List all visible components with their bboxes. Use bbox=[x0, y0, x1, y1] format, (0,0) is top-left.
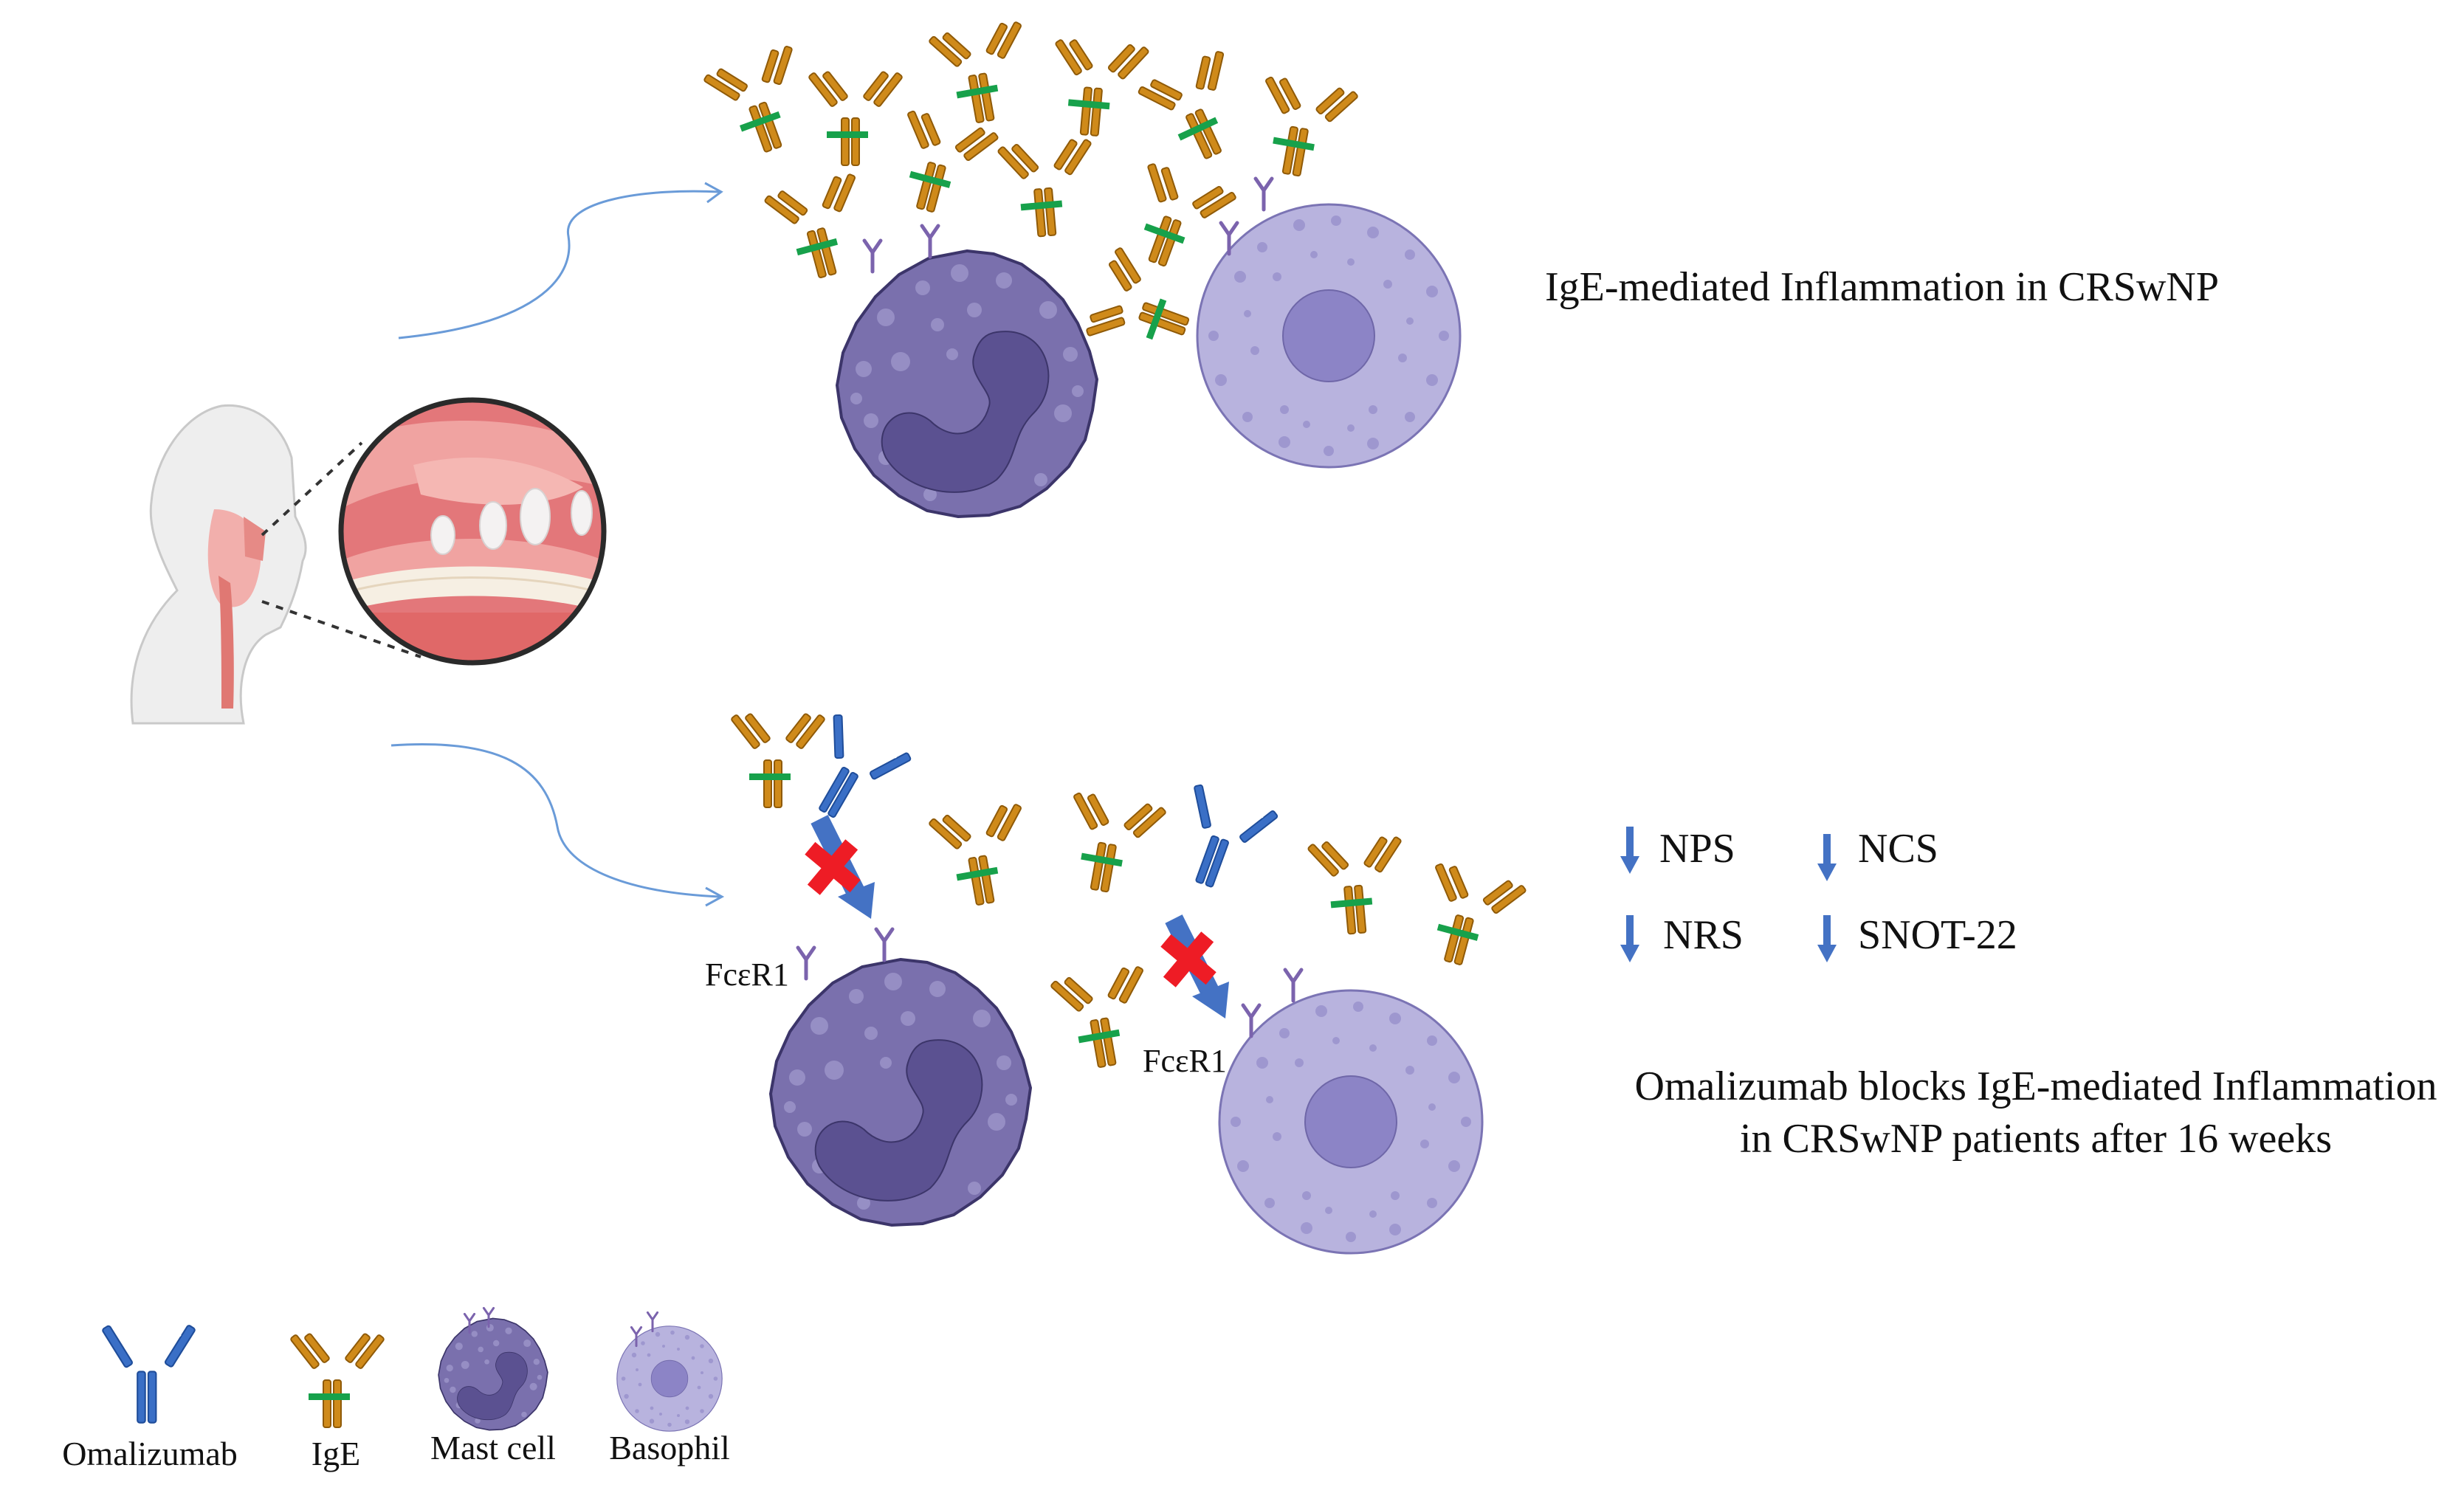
legend-omalizumab-label: Omalizumab bbox=[62, 1435, 238, 1472]
ige-antibody bbox=[1249, 73, 1360, 185]
blocked-binding-arrow-left bbox=[805, 815, 875, 919]
decrease-arrow-icon bbox=[1817, 834, 1837, 881]
ige-antibody bbox=[730, 712, 826, 808]
receptor bbox=[876, 929, 892, 960]
decrease-arrow-icon bbox=[1817, 915, 1837, 962]
outcome-label: SNOT-22 bbox=[1858, 912, 2017, 958]
ige-antibody bbox=[1057, 789, 1169, 900]
legend-mast-cell-label: Mast cell bbox=[430, 1429, 556, 1466]
curved-arrow-bottom bbox=[390, 743, 720, 898]
curved-arrow-bottom-head bbox=[705, 886, 725, 907]
mast-cell-legend-icon bbox=[438, 1317, 548, 1431]
decrease-arrow-icon bbox=[1620, 827, 1639, 874]
bottom-panel-title-line1: Omalizumab blocks IgE-mediated Inflammat… bbox=[1635, 1064, 2437, 1109]
outcome-label: NPS bbox=[1659, 826, 1735, 872]
legend-basophil-label: Basophil bbox=[609, 1429, 730, 1466]
decrease-arrow-icon bbox=[1620, 915, 1639, 962]
basophil-legend-icon bbox=[616, 1326, 723, 1432]
receptor bbox=[798, 948, 814, 979]
head-illustration bbox=[130, 404, 307, 725]
mast-cell bbox=[769, 958, 1032, 1227]
curved-arrow-top-head bbox=[704, 182, 723, 204]
ige-antibody bbox=[1135, 46, 1262, 174]
ige-antibody bbox=[1411, 860, 1529, 977]
mast-cell bbox=[836, 249, 1098, 518]
outcome-label: NRS bbox=[1663, 912, 1744, 958]
outcome-measures: NPS NCS NRS SNOT-22 bbox=[1620, 826, 2017, 962]
outcome-label: NCS bbox=[1858, 826, 1938, 872]
ige-antibody bbox=[1082, 244, 1205, 368]
ige-antibody bbox=[996, 136, 1101, 241]
legend-ige-label: IgE bbox=[312, 1435, 360, 1472]
receptor bbox=[1256, 179, 1272, 210]
blocked-binding-arrow-right bbox=[1160, 914, 1229, 1018]
bottom-panel-title-line2: in CRSwNP patients after 16 weeks bbox=[1740, 1116, 2332, 1162]
legend: Omalizumab IgE Mast cell Basophil bbox=[62, 1306, 730, 1472]
ige-antibody bbox=[808, 70, 904, 166]
receptor-label-left: FcεR1 bbox=[705, 956, 789, 993]
receptor bbox=[1285, 970, 1301, 1001]
ige-antibody bbox=[926, 801, 1038, 912]
receptor bbox=[864, 241, 881, 272]
ige-antibody bbox=[762, 170, 879, 288]
ige-antibody bbox=[1306, 833, 1411, 938]
basophil bbox=[1218, 989, 1484, 1255]
basophil bbox=[1196, 203, 1462, 469]
curved-arrow-top bbox=[398, 190, 720, 339]
ige-antibody bbox=[701, 41, 824, 165]
omalizumab-legend-icon bbox=[101, 1323, 196, 1424]
ige-legend-icon bbox=[289, 1332, 385, 1428]
omalizumab-antibody bbox=[1163, 781, 1281, 901]
receptor-label-right: FcεR1 bbox=[1143, 1043, 1227, 1079]
nasal-polyp-zoom bbox=[338, 397, 607, 666]
ige-antibody bbox=[1046, 36, 1151, 141]
top-panel-title: IgE-mediated Inflammation in CRSwNP bbox=[1545, 264, 2219, 310]
ige-antibody bbox=[926, 18, 1038, 130]
ige-antibody bbox=[884, 107, 1001, 224]
receptor bbox=[922, 226, 938, 257]
zoom-connectors bbox=[261, 441, 421, 658]
